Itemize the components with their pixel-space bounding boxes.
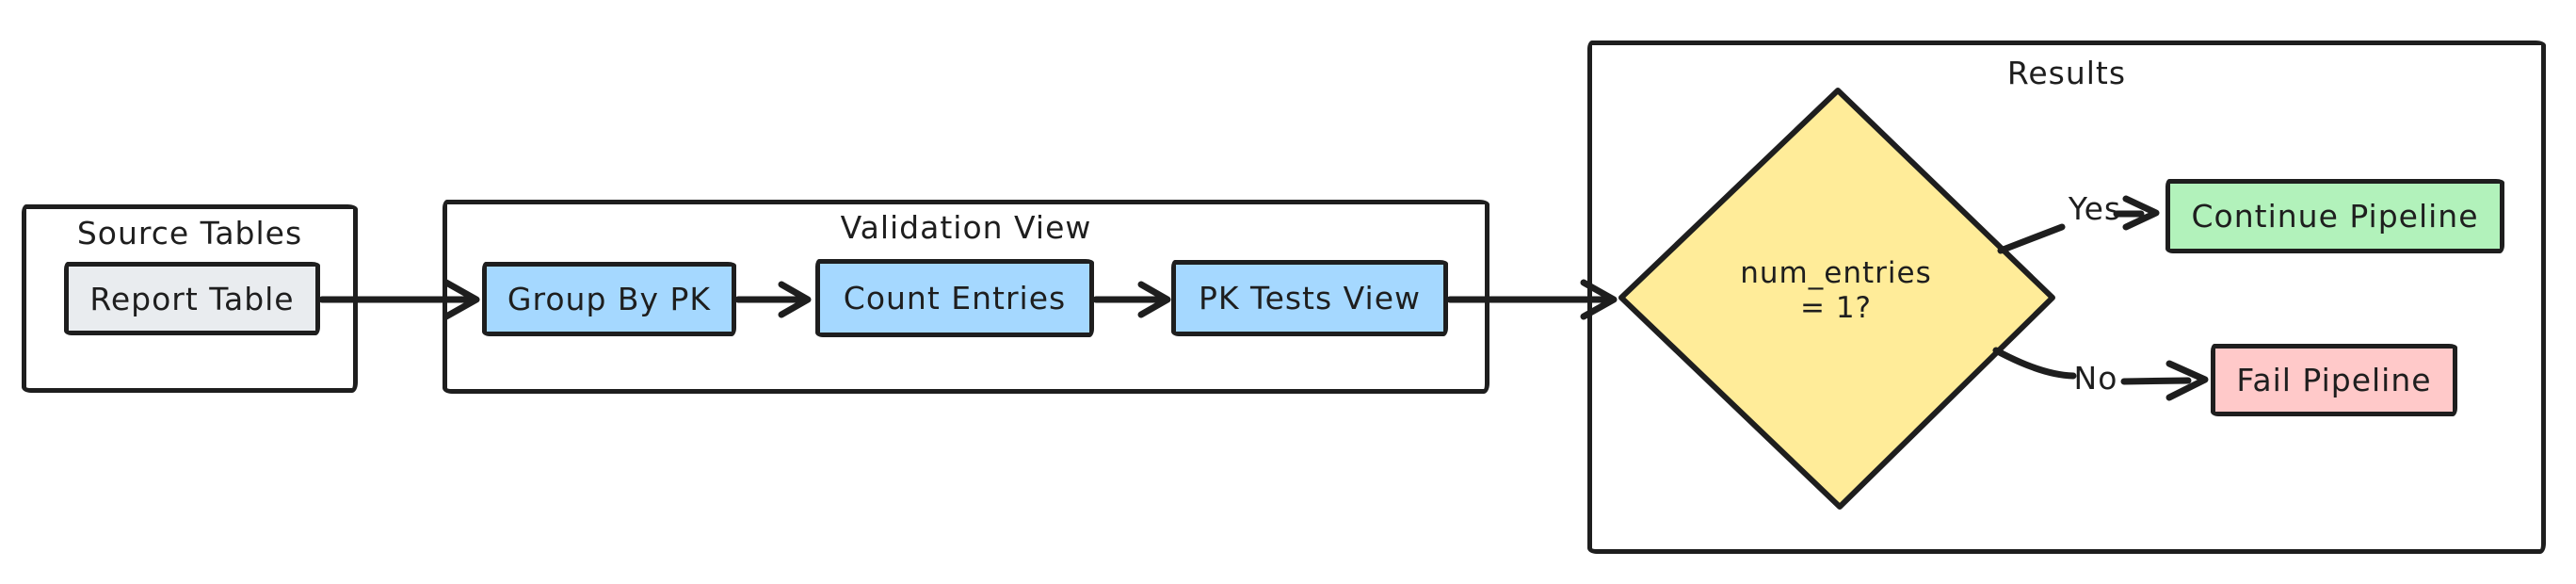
yes-branch-diagonal bbox=[1997, 223, 2066, 254]
node-pk-tests-view: PK Tests View bbox=[1171, 260, 1448, 336]
arrow-head bbox=[2122, 195, 2160, 231]
arrow-head bbox=[1580, 279, 1618, 320]
validation-view-title: Validation View bbox=[840, 209, 1092, 246]
node-report-table: Report Table bbox=[64, 262, 320, 335]
arrow-head bbox=[778, 281, 812, 318]
no-branch-diagonal bbox=[1992, 347, 2077, 380]
node-fail-pipeline: Fail Pipeline bbox=[2211, 344, 2457, 416]
results-title: Results bbox=[2006, 55, 2127, 91]
node-count-entries: Count Entries bbox=[815, 259, 1094, 337]
decision-diamond-label: num_entries = 1? bbox=[1695, 256, 1977, 326]
decision-diamond bbox=[1618, 88, 2055, 510]
arrow-groupby-to-count bbox=[734, 281, 812, 318]
arrow-head bbox=[443, 279, 480, 320]
arrow-pktests-to-decision bbox=[1446, 279, 1618, 320]
yes-branch-label: Yes bbox=[2068, 190, 2122, 227]
decision-label-line2: = 1? bbox=[1799, 291, 1872, 325]
decision-label-line1: num_entries bbox=[1740, 256, 1932, 290]
no-branch-label: No bbox=[2073, 360, 2118, 397]
arrow-head bbox=[1137, 281, 1171, 318]
source-tables-container: Source Tables Report Table bbox=[22, 204, 358, 393]
node-continue-pipeline: Continue Pipeline bbox=[2165, 179, 2504, 253]
arrow-count-to-pktests bbox=[1092, 281, 1171, 318]
results-container: Results num_entries = 1? Yes No Continue… bbox=[1587, 41, 2546, 554]
source-tables-title: Source Tables bbox=[76, 215, 303, 251]
arrow-head bbox=[2165, 360, 2209, 401]
arrow-no-branch bbox=[1992, 347, 2209, 401]
validation-view-container: Validation View Group By PK Count Entrie… bbox=[443, 200, 1489, 394]
arrow-yes-branch bbox=[1997, 195, 2160, 254]
node-group-by-pk: Group By PK bbox=[482, 262, 736, 336]
